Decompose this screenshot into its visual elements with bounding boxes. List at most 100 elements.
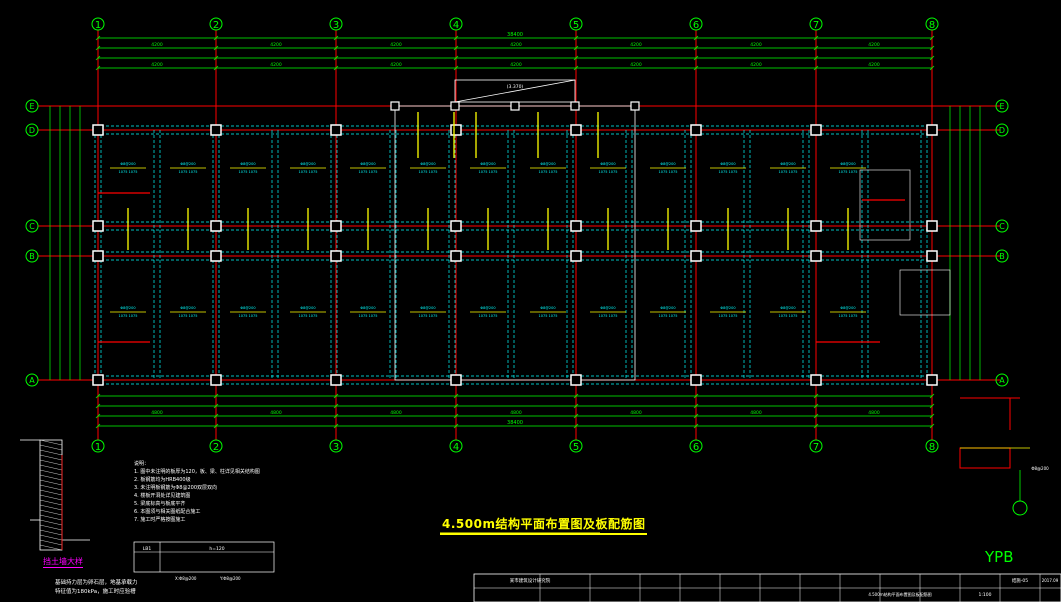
column [450,220,462,232]
wall-hatch [39,494,63,501]
dim-tick [929,65,935,71]
annotation-box [859,169,911,241]
grid-label-1: 1 [95,442,101,453]
dim-bay-bottom: 4800 [270,410,282,416]
grid-bubble-3 [329,439,343,453]
rebar-length: 1075 1075 [359,314,378,318]
rebar-label: Φ8@200 [420,162,435,166]
note-line: 说明： [134,460,149,467]
column [390,101,400,111]
rebar-length: 1075 1075 [599,314,618,318]
dim-total-bottom: 38400 [507,420,523,426]
wall-hatch [39,524,63,531]
column [926,220,938,232]
dim-tick [929,413,935,419]
dim-tick [213,413,219,419]
dim-tick [333,65,339,71]
grid-bubble-7 [809,17,823,31]
grid-bubble-7 [809,439,823,453]
rebar-length: 1075 1075 [119,170,138,174]
dim-bay-top: 4200 [630,42,642,48]
dim-tick [813,423,819,429]
rebar-length: 1075 1075 [839,170,858,174]
column [570,101,580,111]
column [92,220,104,232]
column [330,220,342,232]
column [210,124,222,136]
ypb-note: Φ8@200 [1031,466,1049,471]
grid-label-C: C [999,222,1005,231]
grid-bubble-A [995,373,1009,387]
column [810,374,822,386]
dim-tick [693,65,699,71]
rebar-label: Φ8@200 [600,162,615,166]
detail-note: 特征值为180kPa，施工时应验槽 [55,587,136,595]
dim-bay-top: 4200 [868,42,880,48]
column [926,374,938,386]
dim-bay-top: 4200 [750,62,762,68]
dim-tick [693,413,699,419]
rebar-length: 1075 1075 [419,170,438,174]
rebar-length: 1075 1075 [239,314,258,318]
rebar-length: 1075 1075 [539,314,558,318]
rebar-length: 1075 1075 [779,314,798,318]
column [810,124,822,136]
wall-hatch [39,534,63,541]
grid-bubble-E [25,99,39,113]
dim-bay-top: 4200 [630,62,642,68]
grid-bubble-E [995,99,1009,113]
dim-tick [929,423,935,429]
dim-tick [573,413,579,419]
rebar-length: 1075 1075 [539,170,558,174]
dim-tick [453,65,459,71]
rebar-label: Φ8@200 [480,162,495,166]
dim-tick [453,413,459,419]
column [690,220,702,232]
column [690,124,702,136]
column [450,374,462,386]
dim-tick [573,65,579,71]
dim-total-top: 38400 [507,32,523,38]
grid-label-6: 6 [693,20,699,31]
rebar-label: Φ8@200 [540,306,555,310]
dim-bay-top: 4200 [151,62,163,68]
grid-bubble-B [25,249,39,263]
dim-tick [333,413,339,419]
wall-hatch [39,489,63,496]
rebar-label: Φ8@200 [840,306,855,310]
wall-hatch [39,449,63,456]
dim-bay-top: 4200 [151,42,163,48]
column [450,101,460,111]
stair-core [394,105,636,381]
dim-tick [333,423,339,429]
column [330,250,342,262]
dim-bay-top: 4200 [270,42,282,48]
column [810,220,822,232]
dim-tick [693,393,699,399]
dim-tick [213,423,219,429]
dim-tick [213,393,219,399]
rebar-label: Φ8@200 [240,306,255,310]
rebar-length: 1075 1075 [119,314,138,318]
dim-tick [693,35,699,41]
grid-label-B: B [999,252,1005,261]
dim-tick [453,393,459,399]
note-line: 4. 楼板开洞处详见建筑图 [134,492,190,499]
ypb-beam [959,447,1011,469]
column [630,101,640,111]
grid-bubble-4 [449,17,463,31]
dim-tick [573,45,579,51]
wall-hatch [39,484,63,491]
rebar-label: Φ8@200 [840,162,855,166]
note-line: 5. 梁底标高与板底平齐 [134,500,185,507]
grid-bubble-6 [689,17,703,31]
dim-tick [453,35,459,41]
dim-tick [453,403,459,409]
wall-hatch [39,509,63,516]
rebar-length: 1075 1075 [179,314,198,318]
rebar-length: 1075 1075 [359,170,378,174]
rebar-label: Φ8@200 [360,162,375,166]
ypb-bubble [1012,500,1028,516]
